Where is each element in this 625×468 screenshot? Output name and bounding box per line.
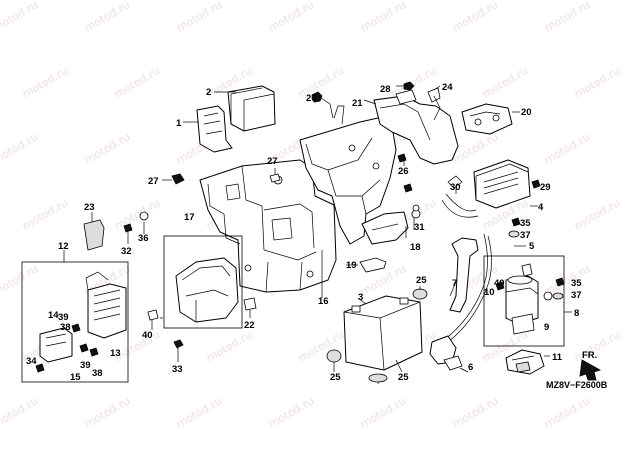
callout-28: 28 xyxy=(380,84,391,95)
front-arrow-label: FR. xyxy=(582,350,597,361)
part-cables-6-7 xyxy=(429,233,492,373)
part-relay-cover xyxy=(183,85,276,153)
part-23-32-36 xyxy=(83,211,149,251)
callout-38-b: 38 xyxy=(92,368,103,379)
callout-37-b: 37 xyxy=(520,230,531,241)
callout-22: 22 xyxy=(244,320,255,331)
callout-37-a: 37 xyxy=(571,290,582,301)
part-starter-relay-group xyxy=(483,245,572,347)
callout-32: 32 xyxy=(121,246,132,257)
diagram-code: MZ8V−F2600B xyxy=(546,380,608,390)
callout-8: 8 xyxy=(574,308,579,319)
callout-10: 10 xyxy=(484,287,495,298)
callout-12: 12 xyxy=(58,241,69,252)
front-direction-arrow xyxy=(579,359,601,381)
callout-1: 1 xyxy=(176,118,182,129)
part-35-37-washers xyxy=(508,217,565,300)
part-battery-3 xyxy=(343,295,423,371)
callout-labels: 1 2 3 4 5 6 7 8 9 10 11 12 13 14 15 16 1… xyxy=(26,82,582,383)
callout-18: 18 xyxy=(410,242,421,253)
part-regulator-4 xyxy=(441,159,541,218)
callout-29: 29 xyxy=(540,182,551,193)
callout-26-a: 26 xyxy=(306,93,317,104)
part-clip-19 xyxy=(346,257,387,273)
part-battery-box xyxy=(199,159,337,298)
part-20 xyxy=(461,103,520,135)
callout-39-a: 39 xyxy=(58,312,69,323)
callout-34: 34 xyxy=(26,356,37,367)
callout-3: 3 xyxy=(358,292,363,303)
callout-25-a: 25 xyxy=(416,275,427,286)
callout-30: 30 xyxy=(450,182,461,193)
callout-39-b: 39 xyxy=(80,360,91,371)
callout-21: 21 xyxy=(352,98,363,109)
callout-25-b: 25 xyxy=(330,372,341,383)
callout-27-b: 27 xyxy=(148,176,159,187)
callout-15: 15 xyxy=(70,372,81,383)
callout-13: 13 xyxy=(110,348,121,359)
callout-9: 9 xyxy=(544,322,549,333)
callout-23: 23 xyxy=(84,202,95,213)
part-fuse-box-group-12 xyxy=(21,250,129,383)
part-22 xyxy=(243,297,257,318)
callout-38-a: 38 xyxy=(60,322,71,333)
part-bolt-33 xyxy=(173,339,184,362)
callout-35-a: 35 xyxy=(571,278,582,289)
part-bracket-21 xyxy=(363,81,459,165)
callout-19: 19 xyxy=(346,260,357,271)
callout-27-a: 27 xyxy=(267,156,278,167)
part-stay-18 xyxy=(361,204,420,245)
callout-5: 5 xyxy=(529,241,535,252)
callout-31: 31 xyxy=(414,222,425,233)
callout-26-b: 26 xyxy=(398,166,409,177)
callout-24: 24 xyxy=(442,82,453,93)
part-40-left xyxy=(147,309,159,330)
bolt-26-top xyxy=(311,91,334,119)
callout-33: 33 xyxy=(172,364,183,375)
callout-16: 16 xyxy=(318,296,329,307)
callout-17: 17 xyxy=(184,212,195,223)
part-11 xyxy=(505,349,550,375)
part-25-grommets xyxy=(326,286,428,384)
callout-6: 6 xyxy=(468,362,473,373)
callout-36: 36 xyxy=(138,233,149,244)
part-lower-box-17 xyxy=(150,235,243,329)
callout-25-c: 25 xyxy=(398,372,409,383)
part-27 xyxy=(162,168,281,185)
callout-14: 14 xyxy=(48,310,59,321)
callout-2: 2 xyxy=(206,87,211,98)
callout-20: 20 xyxy=(521,107,532,118)
callout-11: 11 xyxy=(552,352,563,363)
callout-4: 4 xyxy=(538,202,544,213)
callout-40-a: 40 xyxy=(142,330,153,341)
callout-40-b: 40 xyxy=(494,278,505,289)
callout-35-b: 35 xyxy=(520,218,531,229)
callout-7: 7 xyxy=(452,278,457,289)
